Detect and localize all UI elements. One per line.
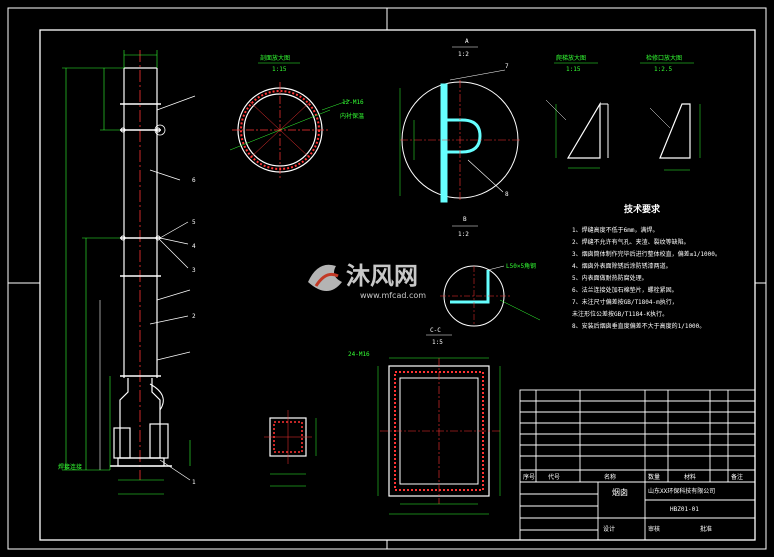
part-label-8: 8 [505, 191, 509, 198]
part-leaders [149, 95, 196, 481]
section-a-view [399, 69, 520, 203]
tb-company: 山东XX环保科技有限公司 [648, 487, 715, 495]
tb-col-seq: 序号 [523, 473, 535, 481]
weld-angle-note: L50×5角钢 [506, 262, 536, 270]
watermark-url: www.mfcad.com [360, 291, 426, 300]
ladder-detail-view [545, 99, 609, 169]
tb-col-code: 代号 [548, 473, 560, 481]
ladder-detail-title: 爬梯放大图 [556, 54, 586, 62]
part-label-1: 1 [192, 479, 196, 486]
section-b-title: B [463, 216, 467, 223]
tech-req-title: 技术要求 [624, 203, 661, 215]
part-label-5: 5 [192, 219, 196, 226]
section-cc-view [377, 357, 501, 515]
tech-req-item-6: 6、法兰连接处加石棉垫片，螺栓紧固。 [572, 286, 678, 294]
tb-col-material: 材料 [684, 473, 696, 481]
tech-req-item-4: 4、烟囱外表面除锈后涂防锈漆两道。 [572, 262, 672, 270]
part-label-3: 3 [192, 267, 196, 274]
flange-detail-title: 检修口放大图 [646, 54, 682, 62]
section-a-scale: 1:2 [458, 51, 469, 58]
chimney-elevation [99, 50, 172, 480]
ring-bolt-note: 12-M16 [342, 99, 364, 106]
tb-checker-label: 审核 [648, 525, 660, 533]
chimney-dimensions [62, 50, 191, 495]
part-label-4: 4 [192, 243, 196, 250]
section-cc-scale: 1:5 [432, 339, 443, 346]
tb-drawing-name: 烟囱 [612, 487, 628, 497]
part-label-7: 7 [505, 63, 509, 70]
part-label-6: 6 [192, 177, 196, 184]
tb-designer-label: 设计 [603, 525, 615, 533]
tb-approve-label: 批准 [700, 525, 712, 533]
weld-detail-view [440, 265, 541, 327]
section-cc-bolt-note: 24-M16 [348, 351, 370, 358]
ring-section-view [229, 82, 351, 178]
watermark-logo [308, 264, 342, 291]
part-label-2: 2 [192, 313, 196, 320]
flange-detail-view [649, 103, 701, 171]
tb-col-qty: 数量 [648, 473, 660, 481]
tech-req-item-5: 5、内表面做耐热防腐处理。 [572, 274, 648, 282]
tb-col-remark: 备注 [731, 473, 743, 481]
tech-req-item-2: 2、焊缝不允许有气孔、夹渣、裂纹等缺陷。 [572, 238, 690, 246]
ring-lining-note: 内衬保温 [340, 112, 364, 120]
ring-title: 剖面放大图 [260, 54, 290, 62]
title-block [519, 389, 756, 541]
base-weld-note: 焊接连接 [58, 463, 82, 471]
tb-drawing-no: HBZ01-01 [670, 506, 699, 513]
tech-requirements: 技术要求 1、焊缝高度不低于6mm，满焊。 2、焊缝不允许有气孔、夹渣、裂纹等缺… [572, 203, 721, 330]
tech-req-item-1: 1、焊缝高度不低于6mm，满焊。 [572, 226, 658, 234]
section-cc-title: C-C [430, 327, 441, 334]
tech-req-item-9: 8、安装后烟囱垂直度偏差不大于高度的1/1000。 [572, 322, 705, 330]
inlet-section-view [264, 410, 317, 487]
section-b-scale: 1:2 [458, 231, 469, 238]
tech-req-item-8: 未注形位公差按GB/T1184-K执行。 [572, 310, 668, 318]
tech-req-item-7: 7、未注尺寸偏差按GB/T1804-m执行， [572, 298, 678, 306]
watermark-brand: 沐风网 [346, 262, 418, 290]
ring-scale: 1:15 [272, 66, 287, 73]
tb-col-name: 名称 [604, 473, 616, 481]
centering-marks [8, 8, 766, 549]
drawing-frame [39, 29, 756, 541]
tech-req-item-3: 3、烟囱筒体制作完毕后进行整体校直，偏差≤1/1000。 [572, 250, 721, 258]
ladder-detail-scale: 1:15 [566, 66, 581, 73]
flange-detail-scale: 1:2.5 [654, 66, 672, 73]
section-a-title: A [465, 38, 469, 45]
